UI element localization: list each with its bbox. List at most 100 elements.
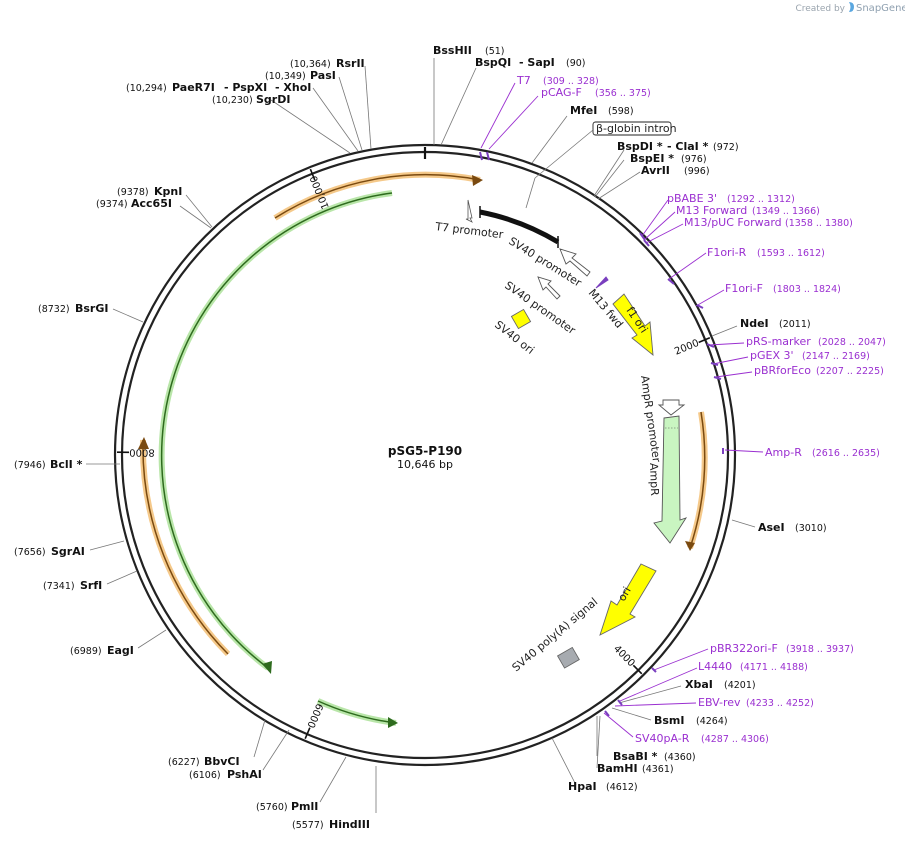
- primer-amp-r: Amp-R: [765, 446, 802, 459]
- enzyme-asei-pos: (3010): [795, 523, 827, 534]
- primer-prs-marker: pRS-marker: [746, 335, 811, 348]
- feature-sv40-polya-signal: SV40 poly(A) signal: [510, 595, 601, 674]
- tick-mark-1: [632, 664, 643, 675]
- primer-pbrforeco-range: (2207 .. 2225): [816, 366, 884, 377]
- enzyme-rsrii: RsrII: [336, 57, 365, 70]
- ori-arrow: [599, 563, 657, 636]
- enzyme-bbvci: BbvCI: [204, 755, 240, 768]
- primer-f1ori-f: F1ori-F: [725, 282, 763, 295]
- primer-t7-range: (309 .. 328): [543, 76, 599, 87]
- primer-amp-r-range: (2616 .. 2635): [812, 448, 880, 459]
- enzyme-bsabi-pos: (4360): [664, 752, 696, 763]
- enzyme-acc65i: Acc65I: [131, 197, 172, 210]
- sv40-promoter-arrow-1: [559, 248, 591, 277]
- enzyme-clai: - ClaI *: [667, 140, 709, 153]
- primer-pcag-f-range: (356 .. 375): [595, 88, 651, 99]
- feature-sv40-ori: SV40 ori: [492, 318, 536, 357]
- tick-label-2: 6000: [304, 702, 324, 730]
- primer-t7: T7: [516, 74, 531, 87]
- enzyme-hpai: HpaI: [568, 780, 597, 793]
- enzyme-kpni: KpnI: [154, 185, 182, 198]
- enzyme-bsabi: BsaBI *: [613, 750, 658, 763]
- enzyme-srfi-pos: (7341): [43, 581, 75, 592]
- enzyme-pasi: PasI: [310, 69, 336, 82]
- enzyme-sapi: - SapI: [519, 56, 555, 69]
- enzyme-acc65i-pos: (9374): [96, 199, 128, 210]
- primer-pgex3-range: (2147 .. 2169): [802, 351, 870, 362]
- beta-globin-intron-bar: [479, 209, 560, 245]
- sv40-ori-box: [510, 308, 532, 330]
- primer-pcag-f: pCAG-F: [541, 86, 582, 99]
- enzyme-bcli: BclI *: [50, 458, 83, 471]
- enzyme-bspdi: BspDI *: [617, 140, 663, 153]
- feature-t7-promoter: T7 promoter: [434, 220, 505, 241]
- enzyme-bsmi-pos: (4264): [696, 716, 728, 727]
- primer-f1ori-r-range: (1593 .. 1612): [757, 248, 825, 259]
- enzyme-bamhi: BamHI: [597, 762, 638, 775]
- enzyme-hpai-pos: (4612): [606, 782, 638, 793]
- tick-label-0: 2000: [673, 338, 701, 358]
- enzyme-avrii-pos: (996): [684, 166, 710, 177]
- enzyme-bspqi-pos: (90): [566, 58, 586, 69]
- enzyme-xbai-pos: (4201): [724, 680, 756, 691]
- enzyme-bsmi: BsmI: [654, 714, 685, 727]
- ampr-promoter-arrow: [657, 399, 686, 416]
- enzyme-asei: AseI: [758, 521, 785, 534]
- enzyme-xhoi: - XhoI: [275, 81, 311, 94]
- enzyme-sgrai-pos: (7656): [14, 547, 46, 558]
- enzyme-hindiii-pos: (5577): [292, 820, 324, 831]
- enzyme-bspei: BspEI *: [630, 152, 674, 165]
- snapgene-logo-icon: [849, 2, 854, 12]
- enzyme-bamhi-pos: (4361): [642, 764, 674, 775]
- enzyme-mfei: MfeI: [570, 104, 597, 117]
- orf-arcs: [138, 171, 708, 728]
- enzyme-bspei-pos: (976): [681, 154, 707, 165]
- beta-globin-intron-box: [592, 121, 672, 136]
- enzyme-pmli-pos: (5760): [256, 802, 288, 813]
- enzyme-leader-lines: [86, 58, 756, 813]
- enzyme-bsrgi-pos: (8732): [38, 304, 70, 315]
- primer-pbrforeco: pBRforEco: [754, 364, 811, 377]
- enzyme-bbvci-pos: (6227): [168, 757, 200, 768]
- m13-fwd-arrow: [595, 276, 609, 289]
- feature-beta-globin-intron: β-globin intron: [596, 122, 677, 135]
- credit-prefix: Created by: [795, 4, 845, 14]
- primer-f1ori-f-range: (1803 .. 1824): [773, 284, 841, 295]
- primer-l4440: L4440: [698, 660, 732, 673]
- enzyme-xbai: XbaI: [685, 678, 713, 691]
- enzyme-pspxi: - PspXI: [224, 81, 267, 94]
- enzyme-srfi: SrfI: [80, 579, 102, 592]
- primer-m13-puc-forward: M13/pUC Forward: [684, 216, 782, 229]
- enzyme-hindiii: HindIII: [329, 818, 370, 831]
- enzyme-bsshii-pos: (51): [485, 46, 505, 57]
- enzyme-rsrii-pos: (10,364): [290, 59, 331, 70]
- enzyme-bsrgi: BsrGI: [75, 302, 108, 315]
- primer-f1ori-r: F1ori-R: [707, 246, 747, 259]
- t7-promoter-arrow: [465, 199, 473, 223]
- enzyme-sgrdi: SgrDI: [256, 93, 290, 106]
- primer-m13-puc-forward-range: (1358 .. 1380): [785, 218, 853, 229]
- plasmid-name: pSG5-P190: [388, 444, 462, 458]
- primer-marks: [479, 151, 724, 717]
- primer-m13-forward-range: (1349 .. 1366): [752, 206, 820, 217]
- ampr-arrow: [653, 415, 688, 544]
- primer-prs-marker-range: (2028 .. 2047): [818, 337, 886, 348]
- enzyme-pasi-pos: (10,349): [265, 71, 306, 82]
- tick-mark-0: [698, 337, 711, 344]
- enzyme-bcli-pos: (7946): [14, 460, 46, 471]
- primer-m13-forward: M13 Forward: [676, 204, 747, 217]
- f1-ori-arrow: [612, 293, 654, 357]
- enzyme-sgrai: SgrAI: [51, 545, 85, 558]
- plasmid-size: 10,646 bp: [397, 458, 453, 471]
- credit-brand: SnapGene: [856, 3, 905, 14]
- enzyme-ndei: NdeI: [740, 317, 769, 330]
- backbone-outer-strand: [113, 143, 737, 767]
- enzyme-bsshii: BssHII: [433, 44, 472, 57]
- tick-mark-2: [304, 727, 311, 740]
- enzyme-pshai: PshAI: [227, 768, 262, 781]
- enzyme-paer7i: PaeR7I: [172, 81, 215, 94]
- primer-pbabe3-range: (1292 .. 1312): [727, 194, 795, 205]
- enzyme-eagi-pos: (6989): [70, 646, 102, 657]
- enzyme-pshai-pos: (6106): [189, 770, 221, 781]
